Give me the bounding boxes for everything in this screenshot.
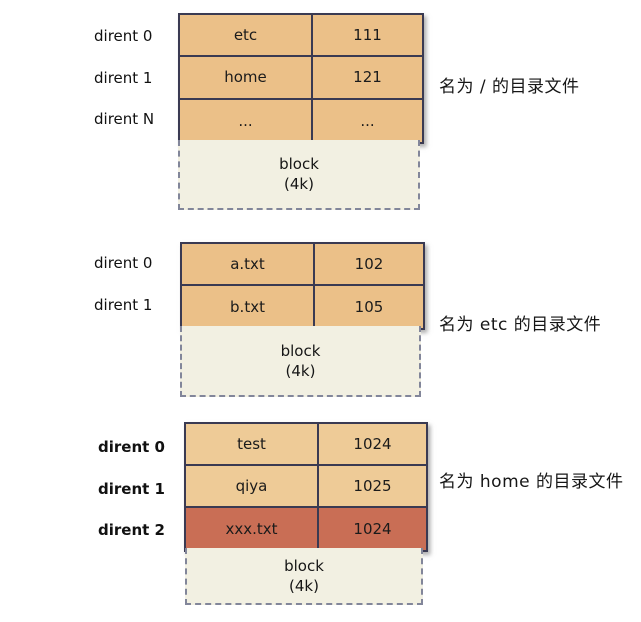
dirent-label: dirent 0 <box>94 254 153 272</box>
block-label: block <box>284 556 324 575</box>
block-size: (4k) <box>284 175 314 193</box>
entry-name: qiya <box>186 466 319 508</box>
block-label: block <box>280 341 321 360</box>
dirent-label: dirent 1 <box>94 69 153 87</box>
entry-inode: 105 <box>315 286 423 328</box>
entry-name: a.txt <box>182 244 315 286</box>
block-label: block <box>279 155 319 173</box>
dirent-table-root: etc 111 home 121 ... ... <box>178 13 424 144</box>
entry-inode: 102 <box>315 244 423 286</box>
dirent-label: dirent 1 <box>94 296 153 314</box>
section-caption-etc: 名为 etc 的目录文件 <box>439 315 602 335</box>
entry-name: b.txt <box>182 286 315 328</box>
entry-inode: 1025 <box>319 466 426 508</box>
dirent-table-etc: a.txt 102 b.txt 105 <box>180 242 425 330</box>
entry-inode: 121 <box>313 57 422 100</box>
entry-inode: 111 <box>313 15 422 58</box>
dirent-label: dirent 0 <box>98 438 165 456</box>
block-size: (4k) <box>289 576 319 595</box>
entry-name: home <box>180 57 313 100</box>
block-box-root: block (4k) <box>178 140 420 210</box>
dirent-label: dirent N <box>94 110 155 128</box>
entry-name: test <box>186 424 319 466</box>
entry-inode: ... <box>313 99 422 142</box>
dirent-table-home: test 1024 qiya 1025 xxx.txt 1024 <box>184 422 428 552</box>
dirent-label: dirent 0 <box>94 27 153 45</box>
entry-name: etc <box>180 15 313 58</box>
dirent-label: dirent 2 <box>98 521 165 539</box>
entry-inode: 1024 <box>319 424 426 466</box>
entry-inode-highlighted: 1024 <box>319 508 426 550</box>
block-box-etc: block (4k) <box>180 326 421 397</box>
dirent-label: dirent 1 <box>98 480 165 498</box>
entry-name-highlighted: xxx.txt <box>186 508 319 550</box>
block-size: (4k) <box>285 361 316 380</box>
section-caption-root: 名为 / 的目录文件 <box>439 77 580 97</box>
section-caption-home: 名为 home 的目录文件 <box>439 472 624 492</box>
block-box-home: block (4k) <box>185 548 423 605</box>
entry-name: ... <box>180 99 313 142</box>
